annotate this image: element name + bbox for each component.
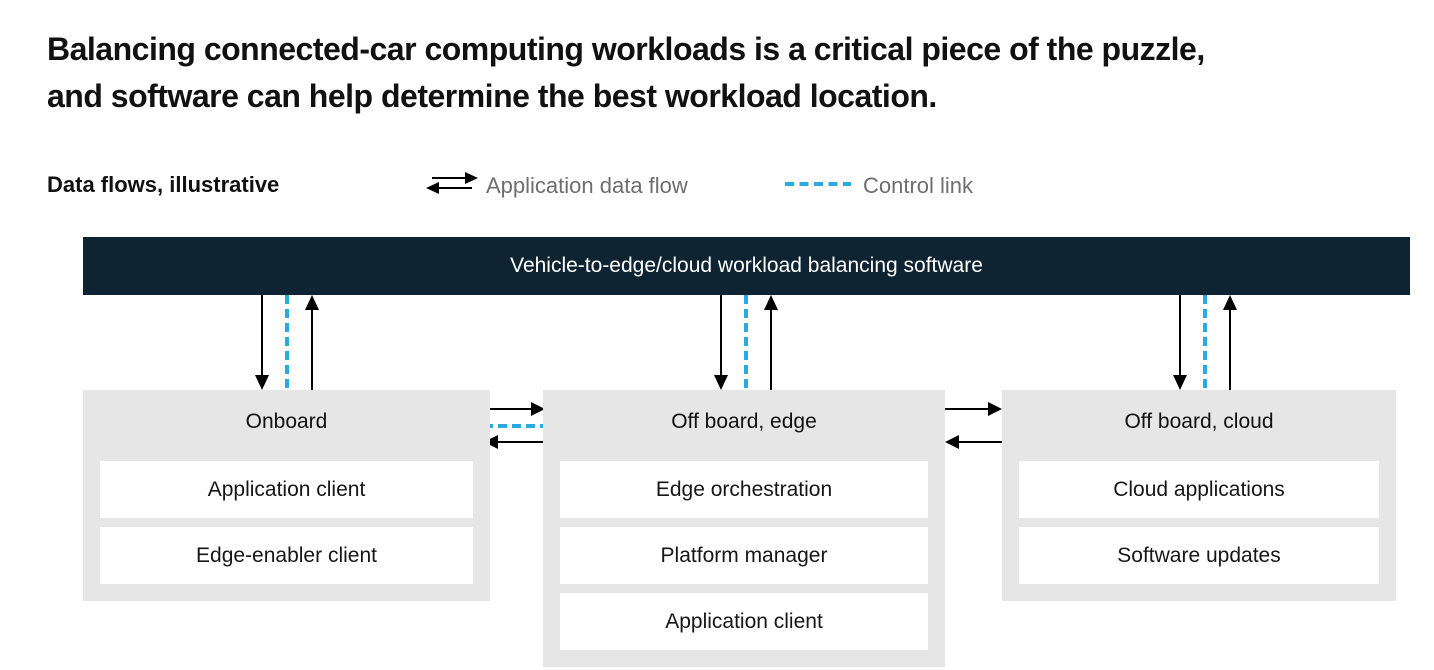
software-bar-label: Vehicle-to-edge/cloud workload balancing… xyxy=(510,254,983,277)
right-arrow-icon xyxy=(945,402,1002,416)
up-arrow-icon xyxy=(764,295,778,390)
zone-item: Edge orchestration xyxy=(560,461,928,518)
up-arrow-icon xyxy=(1223,295,1237,390)
title-line-1: Balancing connected-car computing worklo… xyxy=(47,31,1205,67)
zone-title: Off board, cloud xyxy=(1124,409,1274,433)
vertical-connector-cloud xyxy=(1173,295,1237,390)
vertical-connector-edge xyxy=(714,295,778,390)
left-arrow-icon xyxy=(945,435,1002,449)
zone-item: Application client xyxy=(100,461,473,518)
up-arrow-icon xyxy=(305,295,319,390)
legend-heading: Data flows, illustrative xyxy=(47,172,280,197)
application-data-flow-legend-icon xyxy=(426,172,478,194)
zone-item: Cloud applications xyxy=(1019,461,1379,518)
zone-item: Edge-enabler client xyxy=(100,527,473,584)
zone-item: Software updates xyxy=(1019,527,1379,584)
control-link-label: Control link xyxy=(863,173,974,198)
page-title: Balancing connected-car computing worklo… xyxy=(47,26,1205,120)
right-arrow-icon xyxy=(484,402,545,416)
title-line-2: and software can help determine the best… xyxy=(47,78,937,114)
application-data-flow-label: Application data flow xyxy=(486,173,688,198)
down-arrow-icon xyxy=(714,295,728,390)
zone-offboard-edge: Off board, edge Edge orchestration Platf… xyxy=(543,390,945,667)
zone-item: Application client xyxy=(560,593,928,650)
vertical-connector-onboard xyxy=(255,295,319,390)
zone-onboard: Onboard Application client Edge-enabler … xyxy=(83,390,490,601)
zone-title: Onboard xyxy=(245,409,328,433)
left-arrow-icon xyxy=(484,435,545,449)
zone-offboard-cloud: Off board, cloud Cloud applications Soft… xyxy=(1002,390,1396,601)
zone-item: Platform manager xyxy=(560,527,928,584)
down-arrow-icon xyxy=(255,295,269,390)
zone-title: Off board, edge xyxy=(671,409,817,433)
horizontal-connector-edge-cloud xyxy=(945,402,1002,449)
control-link-legend-icon xyxy=(785,182,851,186)
horizontal-connector-onboard-edge xyxy=(484,402,545,449)
down-arrow-icon xyxy=(1173,295,1187,390)
software-bar: Vehicle-to-edge/cloud workload balancing… xyxy=(83,237,1410,295)
